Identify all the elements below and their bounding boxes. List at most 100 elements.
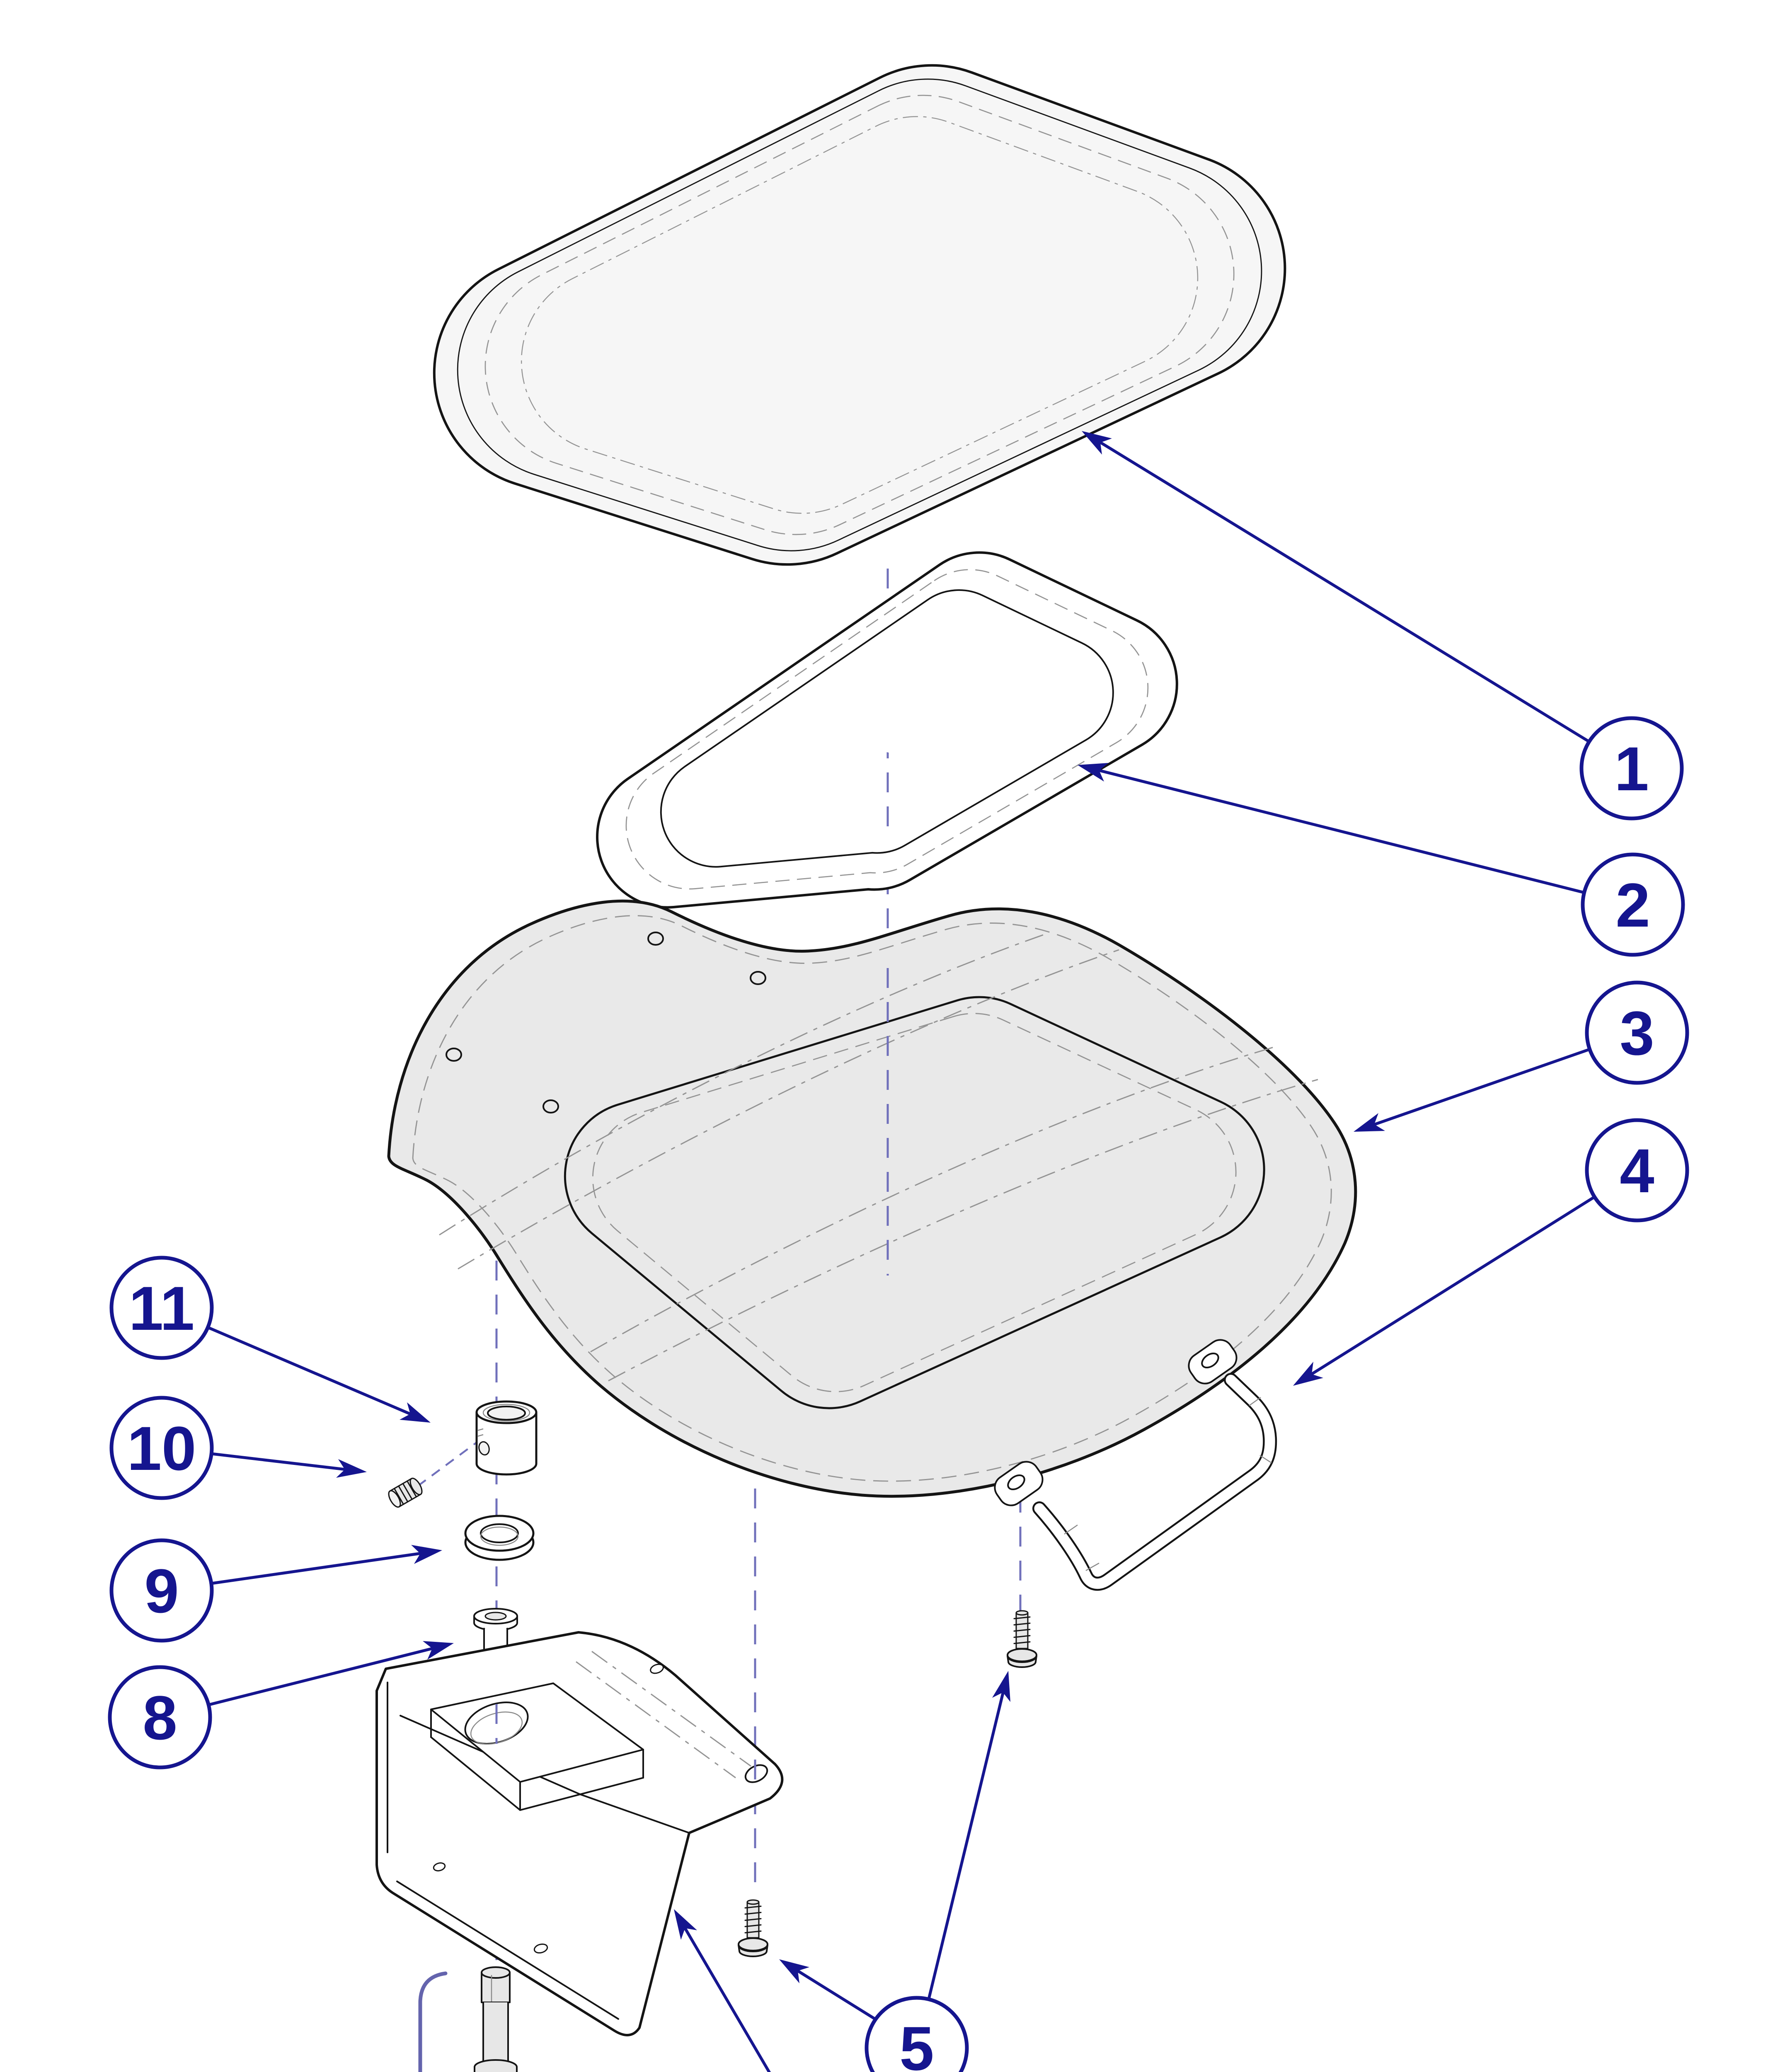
callout-3-leader-1 <box>1367 1048 1591 1128</box>
callout-3-bubble <box>1585 980 1689 1085</box>
callout-11-label: 11 <box>129 1273 195 1343</box>
screw-b-head-side <box>1007 1655 1037 1668</box>
part-5-screw-a <box>738 1899 768 1957</box>
part-5-screw-b <box>1007 1610 1037 1668</box>
pad-recess-hidden-line <box>592 1013 1237 1392</box>
tray-hidden-line-inner <box>521 116 1199 514</box>
callout-10-bubble <box>109 1396 214 1500</box>
box-boss-edges <box>430 1709 644 1811</box>
brace-bend-tick-4 <box>1249 1397 1261 1406</box>
callout-1-leader-1 <box>1093 437 1590 743</box>
part-3-seat-pad <box>387 899 1357 1498</box>
callout-2-arrowhead-1 <box>1078 763 1109 782</box>
callout-9-leader-1 <box>211 1551 428 1585</box>
shaft-tip-top <box>481 1966 511 1979</box>
callout-5-bubble <box>865 1996 969 2072</box>
pad-outline <box>387 899 1357 1498</box>
set-screw-end <box>409 1477 423 1496</box>
callout-1-label: 1 <box>1614 734 1649 804</box>
brace-bend-tick-3 <box>1259 1455 1272 1464</box>
screw-a-tip <box>746 1899 760 1905</box>
callout-2-leader-1 <box>1092 767 1585 894</box>
pad-hole-3 <box>446 1048 462 1062</box>
box-hidden-line-2 <box>576 1661 736 1779</box>
gasket-outer-outline <box>596 551 1178 909</box>
callout-10-leader-1 <box>211 1452 352 1472</box>
callout-1-bubble <box>1579 716 1684 821</box>
part-7-shaft-assembly <box>474 1966 518 2072</box>
screw-a-head <box>738 1937 768 1951</box>
part-11-shaft-collar <box>475 1400 538 1476</box>
collar-set-screw-hole <box>478 1441 490 1456</box>
tray-hidden-line-outer <box>484 94 1235 535</box>
part-10-set-screw <box>388 1477 423 1508</box>
callout-11-leader-1 <box>207 1326 418 1418</box>
brace-eyelet-left-hole <box>1007 1474 1025 1491</box>
box-bottom-inner-edge <box>396 1881 619 2020</box>
screw-b-threads <box>1013 1616 1031 1644</box>
box-ear-hole <box>744 1764 768 1783</box>
pad-hole-2 <box>750 971 766 985</box>
pad-seam-line-2 <box>458 949 1119 1270</box>
brace-bend-tick-2 <box>1085 1562 1099 1571</box>
gasket-inner-outline <box>660 589 1114 868</box>
brace-eyelet-right-hole <box>1201 1352 1219 1369</box>
callout-8-leader-1 <box>208 1645 440 1706</box>
centerline-set-screw <box>417 1438 482 1487</box>
callout-2-label: 2 <box>1615 870 1650 940</box>
callout-10-label: 10 <box>127 1414 196 1483</box>
callout-4-arrowhead-1 <box>1293 1362 1323 1386</box>
collar-thread-hint <box>477 1428 484 1437</box>
collar-body <box>475 1411 538 1476</box>
washer-hole-depth <box>480 1526 519 1546</box>
callout-4-label: 4 <box>1620 1136 1654 1205</box>
callout-5-leader-1 <box>791 1966 877 2021</box>
callout-8-bubble <box>108 1665 212 1769</box>
collar-bore-chamfer <box>482 1404 530 1422</box>
part-6-mounting-box <box>375 1631 784 2036</box>
brace-tube-fill <box>1034 1375 1275 1589</box>
callout-7-brace <box>418 1971 448 2072</box>
callout-9-arrowhead-1 <box>411 1545 442 1564</box>
gasket-ring-body <box>597 552 1177 908</box>
callout-6-arrowhead-1 <box>674 1909 697 1940</box>
screw-a-threads <box>744 1905 762 1934</box>
callout-5-arrowhead-2 <box>992 1671 1010 1702</box>
callout-4-bubble <box>1585 1118 1689 1222</box>
bushing-bore <box>484 1612 507 1621</box>
box-front-hole-2 <box>533 1943 548 1954</box>
callout-5-arrowhead-1 <box>779 1959 809 1983</box>
callout-2-bubble <box>1581 852 1685 957</box>
shaft-step-body <box>474 2066 518 2072</box>
box-front-hole-1 <box>433 1862 446 1871</box>
callout-8-label: 8 <box>143 1683 177 1752</box>
pad-seam-line-4 <box>608 1079 1318 1382</box>
callout-11-bubble <box>109 1256 214 1360</box>
part-1-tray <box>433 64 1286 566</box>
pad-seam-line-3 <box>590 1046 1277 1353</box>
callout-11-arrowhead-1 <box>400 1402 431 1423</box>
box-shaft-hole-depth <box>470 1711 523 1745</box>
pad-recess-outline <box>564 996 1265 1409</box>
screw-b-tip <box>1015 1610 1029 1616</box>
callout-3-label: 3 <box>1620 998 1654 1068</box>
callout-8-arrowhead-1 <box>423 1641 454 1660</box>
callout-3-arrowhead-1 <box>1354 1113 1385 1132</box>
pad-hole-4 <box>542 1099 559 1113</box>
collar-bore <box>487 1406 526 1421</box>
box-back-hole <box>650 1663 664 1674</box>
pad-hole-1 <box>647 932 664 946</box>
callout-4-leader-1 <box>1305 1196 1596 1379</box>
callouts-layer: 1234567891011 <box>108 431 1689 2072</box>
brace-bend-tick-1 <box>1064 1524 1078 1535</box>
callout-5-leader-2 <box>927 1685 1006 1999</box>
pad-seam-line-1 <box>439 934 1045 1236</box>
pad-inner-contour <box>412 915 1332 1482</box>
part-4-wire-brace <box>994 1339 1277 1591</box>
part-2-gasket-ring <box>596 551 1178 909</box>
box-hidden-line-1 <box>591 1651 751 1767</box>
callout-9-label: 9 <box>144 1556 179 1626</box>
callout-9-bubble <box>109 1538 214 1643</box>
